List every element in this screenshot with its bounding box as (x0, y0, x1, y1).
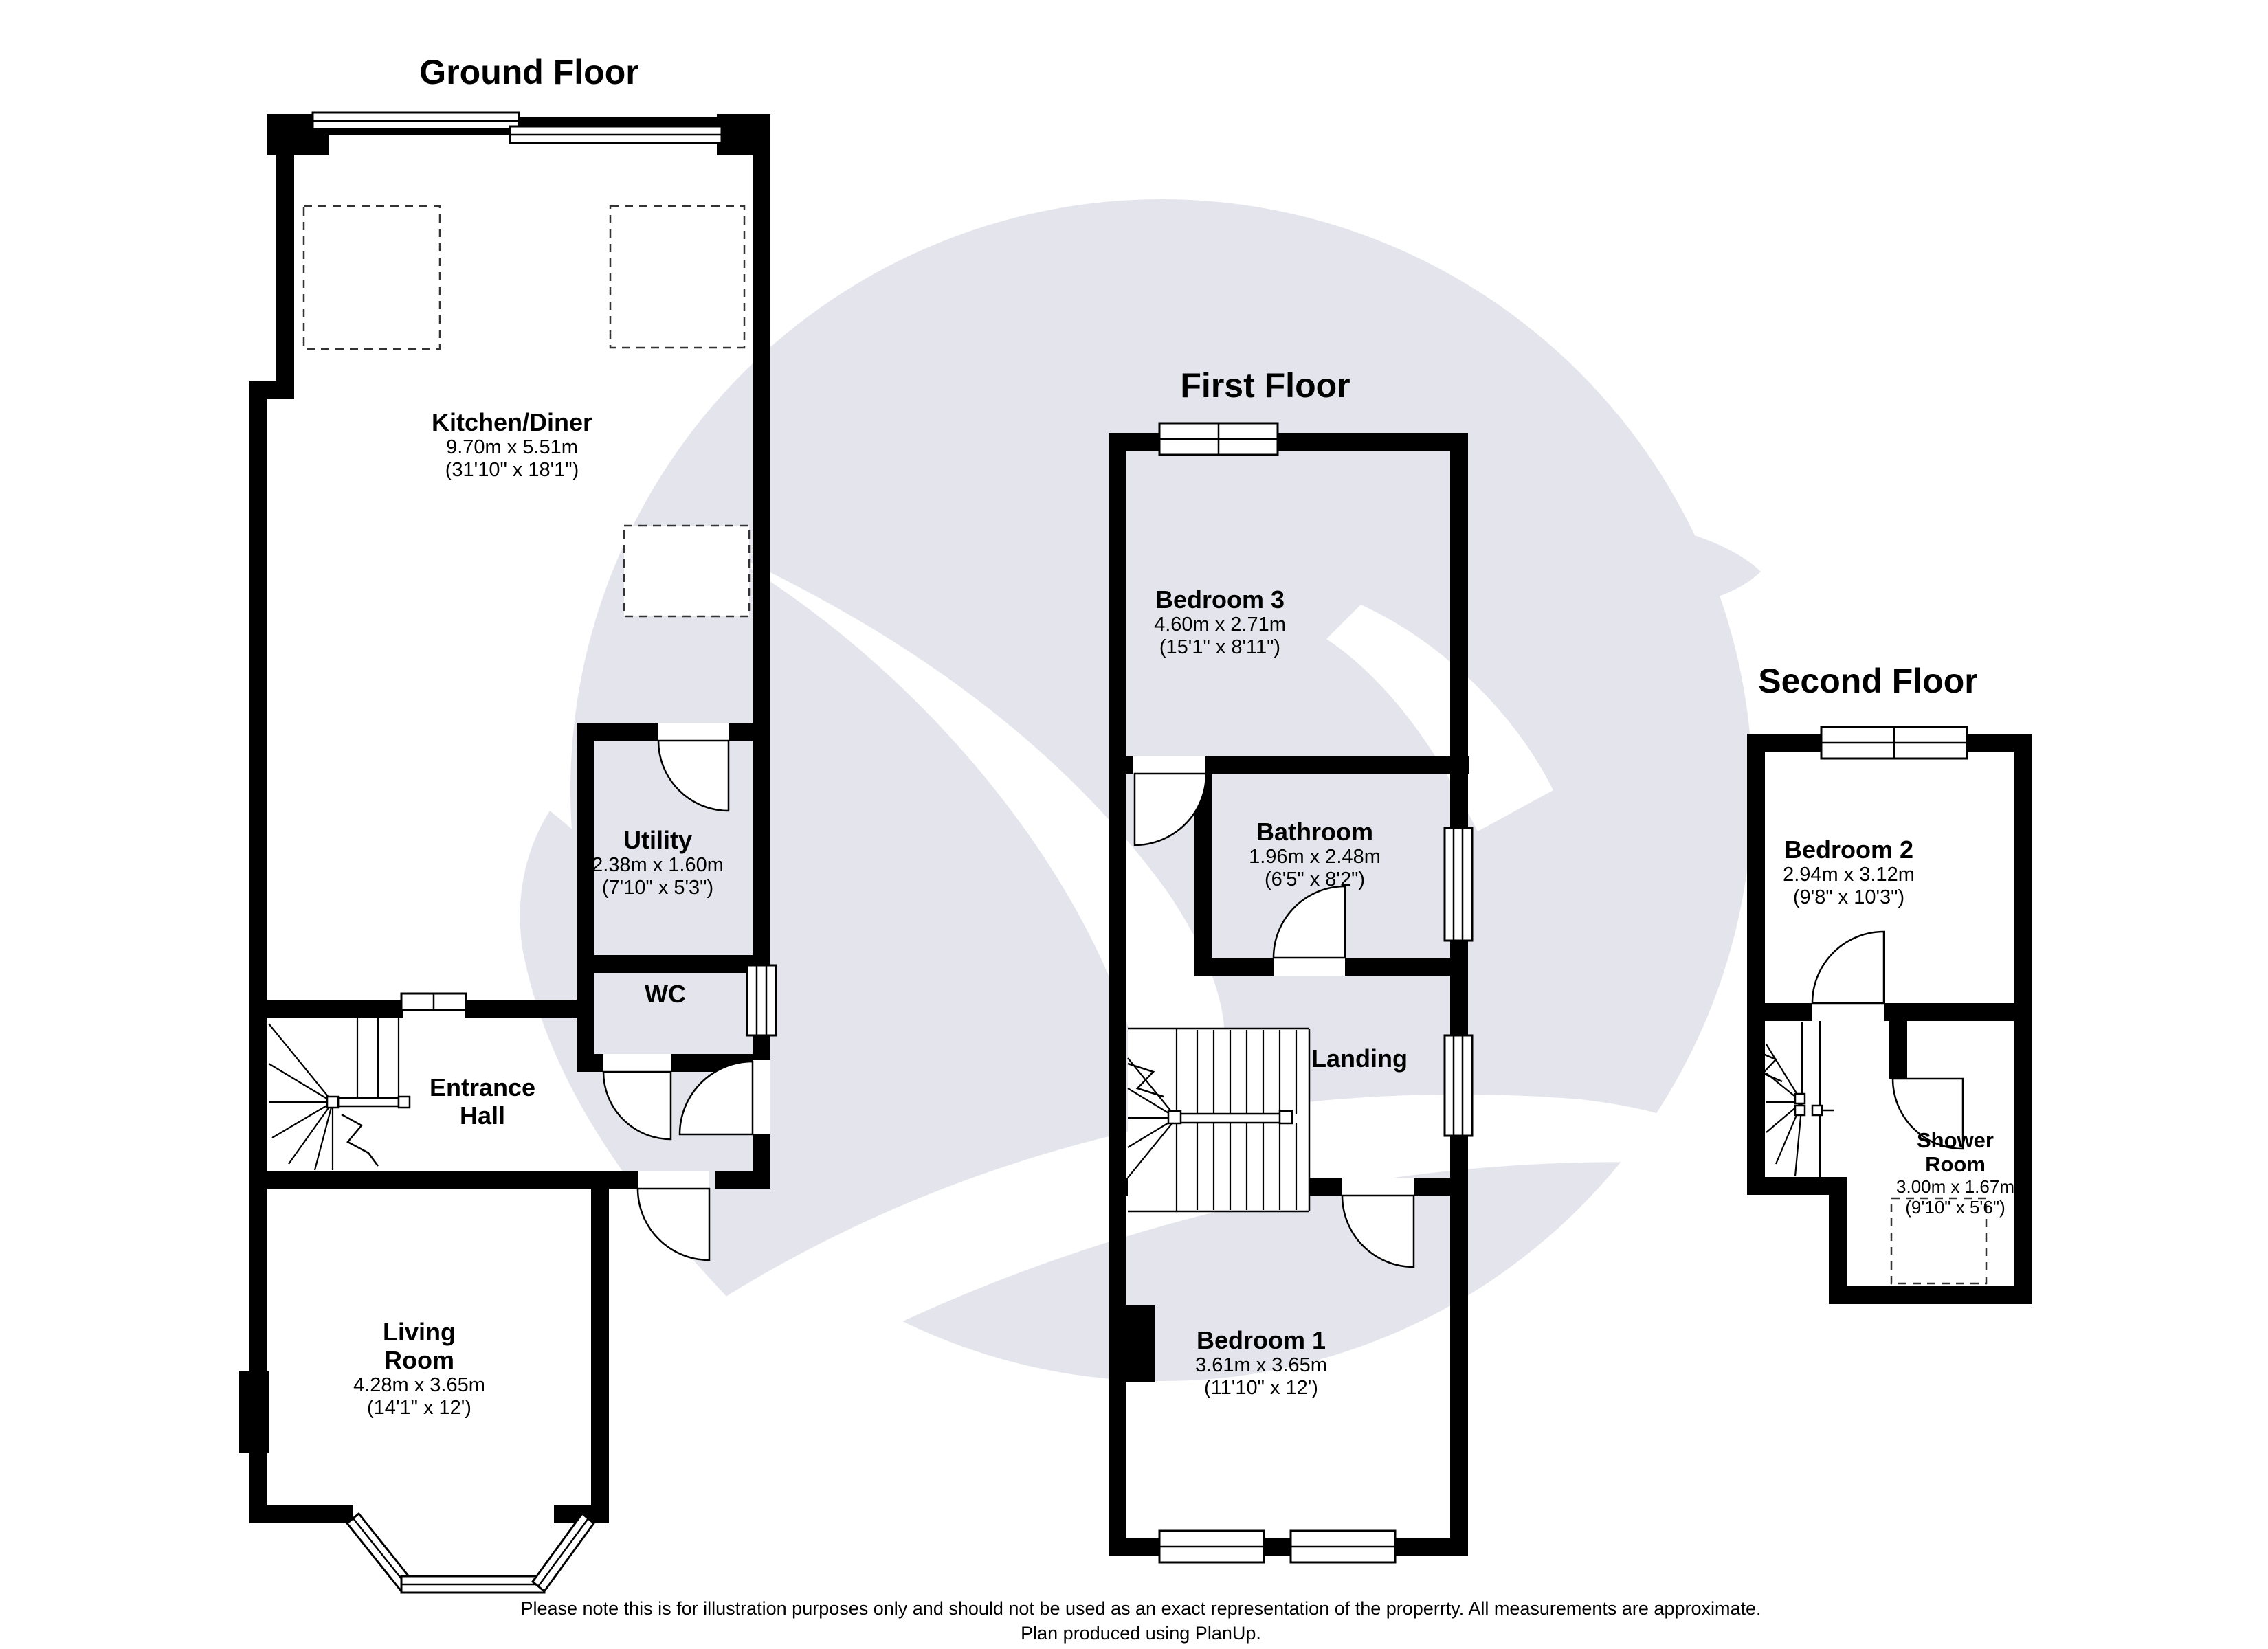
kitchen-diner-label: Kitchen/Diner 9.70m x 5.51m (31'10" x 18… (432, 408, 592, 482)
bedroom3-label: Bedroom 3 4.60m x 2.71m (15'1" x 8'11") (1154, 585, 1286, 659)
room-name: Entrance (429, 1073, 536, 1101)
bedroom2-label: Bedroom 2 2.94m x 3.12m (9'8" x 10'3") (1783, 835, 1915, 909)
room-name: Bedroom 3 (1155, 585, 1285, 614)
second-floor-plan (1747, 726, 2032, 1304)
room-size-imperial: (7'10" x 5'3") (601, 877, 714, 899)
room-size-imperial: (11'10" x 12') (1204, 1377, 1318, 1399)
hall-sliding-door (400, 992, 467, 1011)
living-room-door (636, 1187, 711, 1261)
bedroom3-door (1133, 772, 1208, 846)
room-name: WC (645, 980, 686, 1008)
room-name: Hall (459, 1101, 506, 1130)
wc-window (746, 964, 777, 1037)
front-door-opening (753, 1060, 770, 1134)
room-name: Bedroom 1 (1196, 1326, 1326, 1354)
chimney-breast (1126, 1305, 1155, 1382)
ground-floor-title: Ground Floor (419, 53, 639, 91)
second-floor-title: Second Floor (1758, 662, 1978, 700)
room-name: Utility (623, 826, 693, 854)
room-name: Room (383, 1346, 454, 1374)
bedroom1-windows (1158, 1529, 1397, 1564)
room-size-imperial: (15'1" x 8'11") (1159, 636, 1281, 658)
utility-label: Utility 2.38m x 1.60m (7'10" x 5'3") (592, 826, 724, 899)
front-door (678, 1060, 754, 1136)
roof-window (623, 524, 751, 618)
bedroom2-window (1820, 726, 1968, 760)
bathroom-window (1443, 827, 1474, 942)
room-name: Bathroom (1256, 818, 1373, 846)
disclaimer-line-2: Plan produced using PlanUp. (1021, 1623, 1261, 1644)
room-size-metric: 2.38m x 1.60m (592, 854, 724, 876)
landing-window (1443, 1034, 1474, 1137)
room-size-metric: 3.61m x 3.65m (1195, 1354, 1327, 1376)
room-size-metric: 3.00m x 1.67m (1896, 1176, 2014, 1197)
shower-room-door (1891, 1077, 1964, 1150)
shower-room-label: Shower Room 3.00m x 1.67m (9'10" x 5'6") (1896, 1128, 2014, 1218)
room-size-imperial: (9'10" x 5'6") (1905, 1197, 2005, 1218)
room-size-metric: 4.60m x 2.71m (1154, 614, 1286, 636)
room-size-imperial: (9'8" x 10'3") (1792, 886, 1905, 908)
sliding-patio-doors (311, 111, 723, 144)
bay-window (345, 1512, 596, 1594)
second-floor-stairs (1756, 1021, 1834, 1177)
wc-label: WC (645, 980, 686, 1008)
bathroom-door (1272, 885, 1346, 959)
first-floor-title: First Floor (1180, 366, 1350, 405)
room-size-metric: 9.70m x 5.51m (446, 436, 578, 458)
room-size-imperial: (6'5" x 8'2") (1264, 868, 1366, 890)
bathroom-label: Bathroom 1.96m x 2.48m (6'5" x 8'2") (1249, 818, 1381, 891)
roof-window (302, 205, 441, 350)
wc-door (602, 1070, 672, 1141)
first-floor-plan (1109, 422, 1474, 1564)
room-size-metric: 1.96m x 2.48m (1249, 846, 1381, 868)
first-floor-stairs (1127, 1027, 1311, 1213)
room-name: Shower (1917, 1128, 1994, 1152)
bedroom2-door (1811, 930, 1885, 1005)
ground-floor-plan (239, 111, 777, 1594)
bedroom1-label: Bedroom 1 3.61m x 3.65m (11'10" x 12') (1195, 1326, 1327, 1400)
landing-label: Landing (1311, 1044, 1408, 1073)
shower-tray (1890, 1197, 1988, 1285)
room-size-imperial: (31'10" x 18'1") (445, 459, 579, 481)
bedroom1-door (1341, 1194, 1415, 1268)
room-name: Landing (1311, 1044, 1408, 1073)
room-size-imperial: (14'1" x 12') (367, 1397, 471, 1419)
entrance-hall-label: Entrance Hall (430, 1073, 535, 1130)
room-name: Kitchen/Diner (431, 408, 593, 436)
room-size-metric: 4.28m x 3.65m (353, 1374, 485, 1396)
room-size-metric: 2.94m x 3.12m (1783, 864, 1915, 886)
room-name: Living (382, 1318, 456, 1346)
living-room-label: Living Room 4.28m x 3.65m (14'1" x 12') (353, 1318, 485, 1420)
ground-floor-stairs (268, 1018, 414, 1171)
disclaimer-line-1: Please note this is for illustration pur… (520, 1598, 1761, 1619)
chimney-breast (239, 1371, 269, 1453)
room-name: Room (1925, 1152, 1986, 1176)
roof-window (609, 205, 746, 349)
utility-door (657, 739, 730, 812)
bedroom3-window (1158, 422, 1279, 456)
room-name: Bedroom 2 (1783, 835, 1914, 864)
